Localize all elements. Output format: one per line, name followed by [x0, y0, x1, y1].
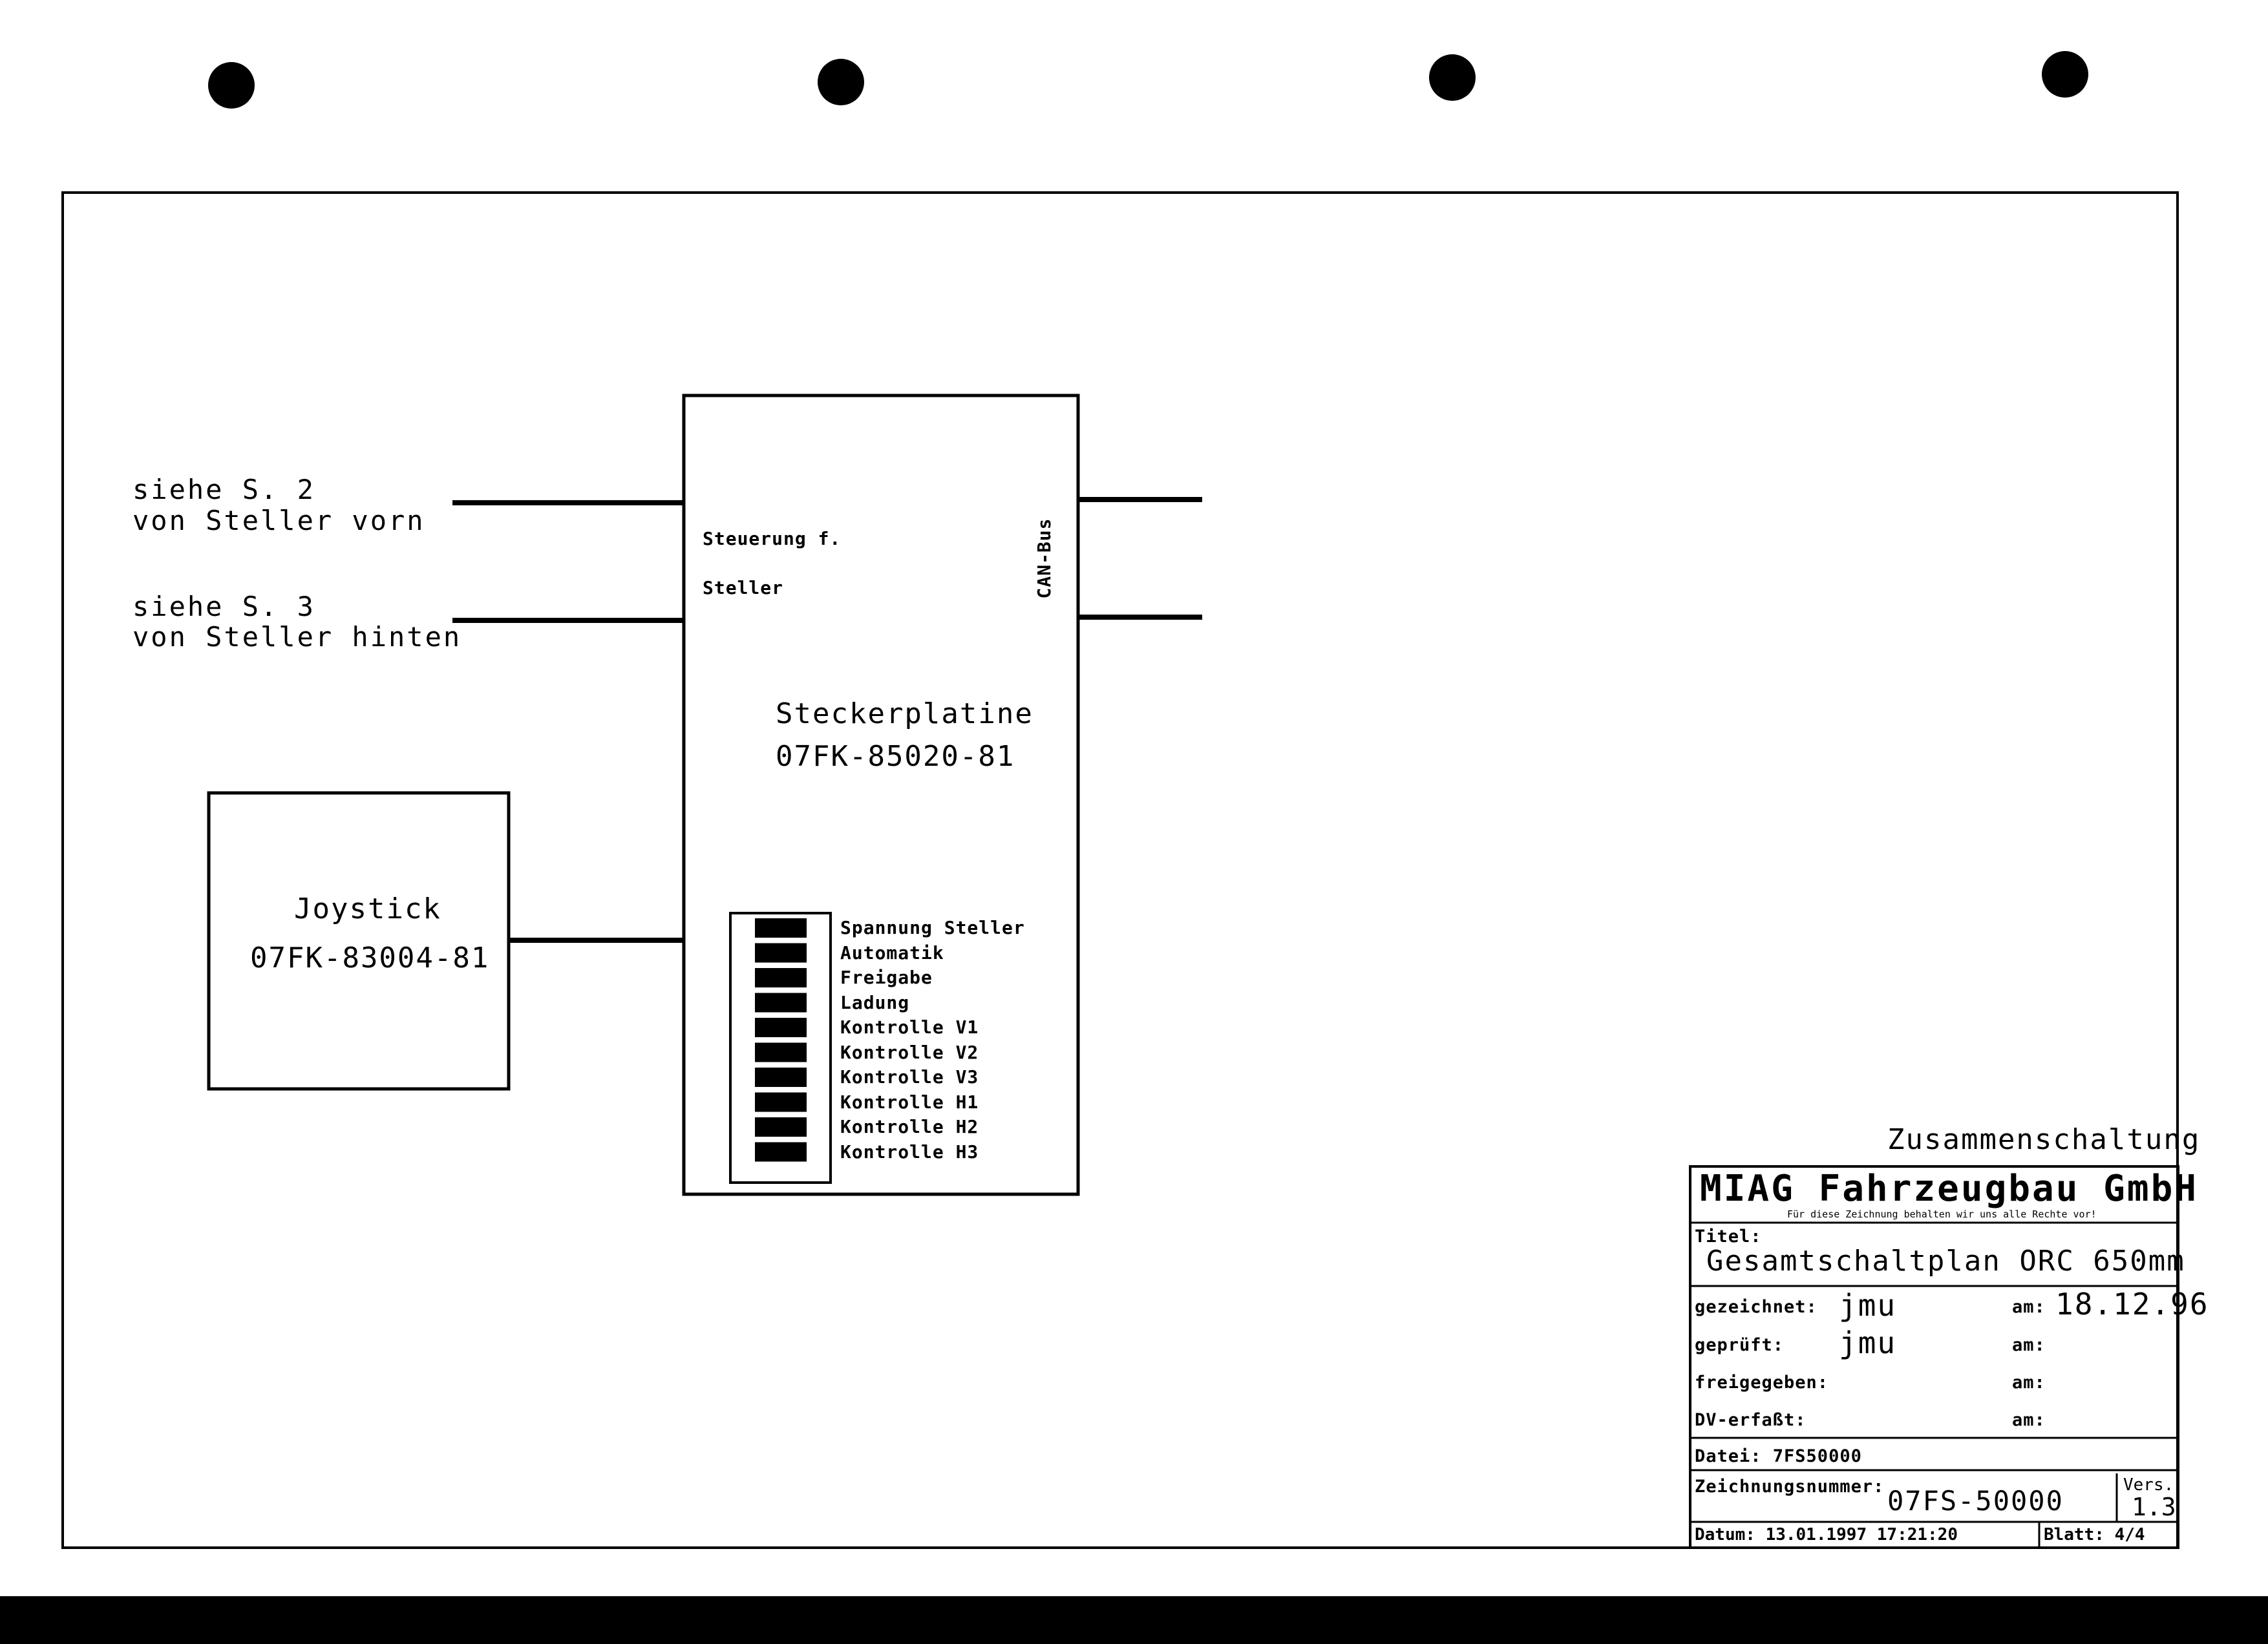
released-on-label: am:	[2012, 1373, 2046, 1393]
version: 1.3	[2132, 1493, 2176, 1521]
indicator-led	[755, 1092, 807, 1112]
dv-on-label: am:	[2012, 1410, 2046, 1430]
company-name: MIAG Fahrzeugbau GmbH	[1700, 1168, 2199, 1210]
released-label: freigegeben:	[1695, 1373, 1829, 1393]
input-1-line-1: siehe S. 2	[132, 474, 315, 505]
file-name: Datei: 7FS50000	[1695, 1446, 1862, 1466]
title-block-lines	[1689, 1165, 2179, 1549]
indicator-label: Freigabe	[840, 967, 933, 988]
input-1-line-2: von Steller vorn	[132, 505, 425, 536]
joystick-name: Joystick	[294, 892, 441, 925]
indicator-led	[755, 993, 807, 1013]
drawing-frame	[61, 191, 2179, 1549]
drawn-on-label: am:	[2012, 1297, 2046, 1317]
version-label: Vers.	[2123, 1475, 2174, 1495]
punch-hole	[1429, 54, 1476, 101]
indicator-leds	[755, 918, 807, 1162]
can-bus-label: CAN-Bus	[1033, 518, 1055, 599]
punch-hole	[2042, 51, 2088, 98]
indicator-led	[755, 1068, 807, 1087]
board-input-label-1: Steuerung f.	[703, 528, 842, 549]
indicator-label: Spannung Steller	[840, 917, 1025, 938]
indicator-label: Kontrolle V1	[840, 1017, 979, 1038]
board-part-number: 07FK-85020-81	[776, 740, 1015, 773]
indicator-label: Ladung	[840, 991, 910, 1013]
indicator-led	[755, 943, 807, 963]
indicator-led	[755, 1142, 807, 1162]
drawing-number: 07FS-50000	[1887, 1485, 2064, 1517]
indicator-label: Kontrolle V3	[840, 1066, 979, 1088]
sheet-number: Blatt: 4/4	[2044, 1525, 2145, 1544]
drawn-by-label: gezeichnet:	[1695, 1297, 1818, 1317]
joystick-box	[207, 791, 511, 1091]
indicator-label: Kontrolle H1	[840, 1091, 979, 1113]
indicator-panel	[729, 912, 832, 1184]
input-2-line-2: von Steller hinten	[132, 621, 462, 653]
indicator-label: Kontrolle H3	[840, 1141, 979, 1163]
indicator-label: Kontrolle V2	[840, 1041, 979, 1063]
drawing-title: Gesamtschaltplan ORC 650mm	[1706, 1245, 2185, 1278]
punch-hole	[208, 62, 255, 109]
indicator-label: Automatik	[840, 942, 944, 964]
title-label: Titel:	[1695, 1227, 1762, 1247]
rights-note: Für diese Zeichnung behalten wir uns all…	[1787, 1208, 2097, 1220]
drawing-number-label: Zeichnungsnummer:	[1695, 1477, 1885, 1497]
board-box	[682, 394, 1080, 1196]
dv-label: DV-erfaßt:	[1695, 1410, 1807, 1430]
print-date: Datum: 13.01.1997 17:21:20	[1695, 1525, 1958, 1544]
indicator-led	[755, 968, 807, 987]
indicator-label: Kontrolle H2	[840, 1116, 979, 1137]
checked-by-label: geprüft:	[1695, 1335, 1785, 1355]
input-2-line-1: siehe S. 3	[132, 591, 315, 622]
checked-by: jmu	[1839, 1325, 1897, 1360]
indicator-led	[755, 918, 807, 938]
indicator-led	[755, 1117, 807, 1137]
indicator-led	[755, 1018, 807, 1037]
punch-hole	[818, 59, 864, 105]
board-name: Steckerplatine	[776, 697, 1033, 730]
indicator-led	[755, 1042, 807, 1062]
drawn-on: 18.12.96	[2055, 1287, 2209, 1322]
checked-on-label: am:	[2012, 1335, 2046, 1355]
title-block-heading: Zusammenschaltung	[1887, 1123, 2201, 1156]
board-input-label-2: Steller	[703, 577, 784, 598]
joystick-part-number: 07FK-83004-81	[250, 942, 490, 975]
drawn-by: jmu	[1839, 1288, 1897, 1323]
scan-edge-band	[0, 1596, 2268, 1644]
